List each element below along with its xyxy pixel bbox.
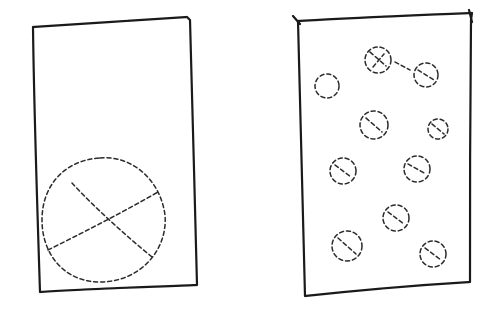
top-right-tick <box>469 10 472 22</box>
dash-link <box>395 62 410 70</box>
small-dashed-circle <box>332 231 362 261</box>
large-dashed-circle <box>42 158 165 282</box>
left-panel <box>33 17 197 292</box>
small-dashed-circle <box>365 47 391 73</box>
small-dashed-circle <box>360 111 388 139</box>
small-dashed-circle <box>428 119 448 139</box>
small-dashed-circle <box>315 74 339 98</box>
small-dashed-circle <box>420 241 446 267</box>
left-rectangle-frame <box>33 17 197 292</box>
small-dashed-circle <box>330 158 356 184</box>
small-dashed-circle <box>383 205 409 231</box>
cross-line-1 <box>72 183 152 257</box>
small-dashed-circle <box>414 63 438 87</box>
right-panel <box>293 10 472 296</box>
cross-line-2 <box>48 192 158 250</box>
small-dashed-circle <box>404 156 430 182</box>
